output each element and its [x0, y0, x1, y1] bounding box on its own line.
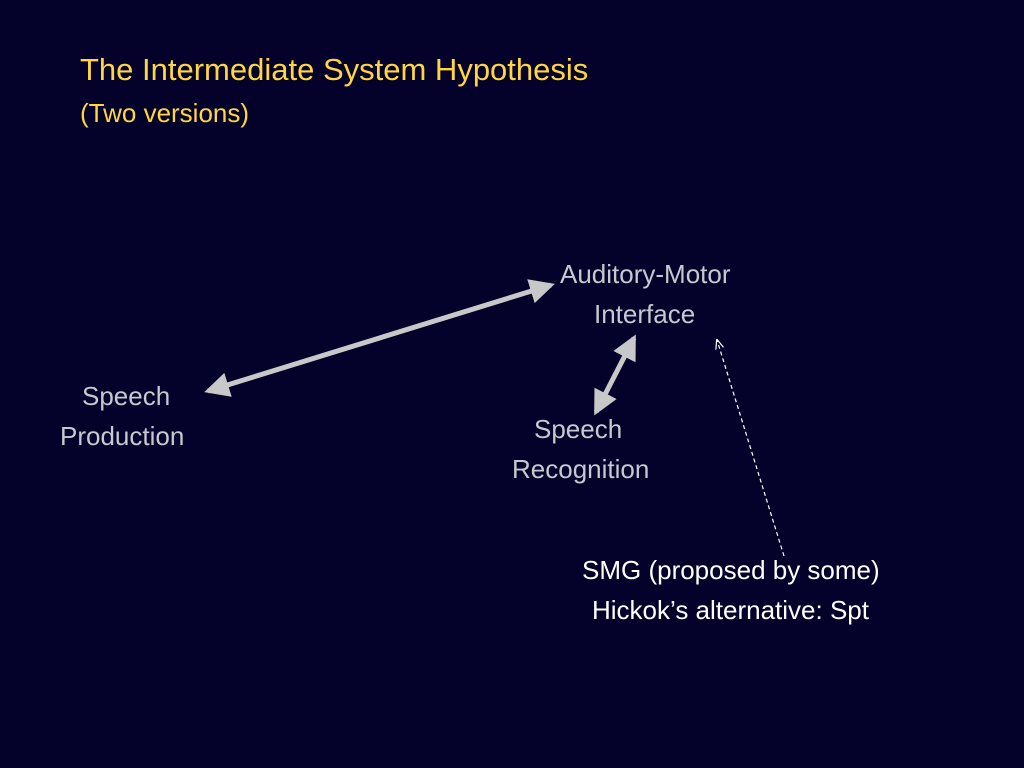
slide-title: The Intermediate System Hypothesis	[80, 52, 589, 87]
annotation-note-line1: SMG (proposed by some)	[582, 555, 880, 585]
arrow-production-to-interface	[204, 279, 555, 397]
dashed-arrow-note-to-interface	[717, 340, 785, 557]
annotation-note-line2: Hickok’s alternative: Spt	[592, 595, 869, 625]
node-speech-production: Speech Production	[60, 376, 216, 456]
node-auditory-motor-line2: Interface	[594, 299, 696, 329]
annotation-note: SMG (proposed by some) Hickok’s alternat…	[582, 550, 880, 630]
node-speech-production-line1: Speech	[82, 381, 171, 411]
slide-subtitle: (Two versions)	[80, 98, 250, 128]
node-speech-recognition-line2: Recognition	[512, 454, 650, 484]
node-speech-recognition-line1: Speech	[534, 414, 623, 444]
node-speech-recognition: Speech Recognition	[512, 409, 682, 489]
node-auditory-motor-interface: Auditory-Motor Interface	[560, 254, 731, 334]
arrow-recognition-to-interface	[593, 334, 637, 416]
node-auditory-motor-line1: Auditory-Motor	[560, 259, 731, 289]
node-speech-production-line2: Production	[60, 421, 185, 451]
